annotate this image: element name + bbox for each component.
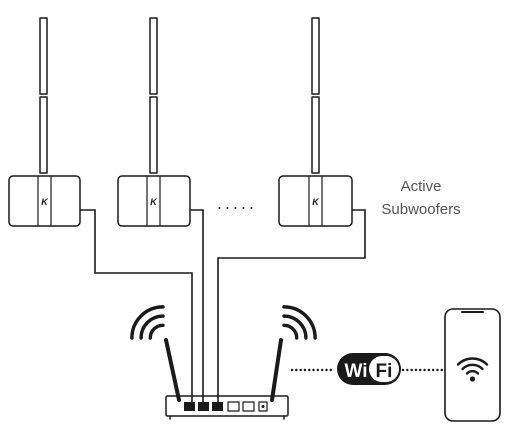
subwoofer-2: K bbox=[117, 175, 191, 227]
brand-logo: K bbox=[312, 197, 320, 207]
cable-subwoofer-3 bbox=[217, 209, 366, 405]
wifi-logo-icon: Wi Fi bbox=[337, 353, 401, 385]
network-cables bbox=[80, 209, 366, 405]
cable-subwoofer-1 bbox=[80, 209, 193, 405]
brand-logo: K bbox=[150, 197, 158, 207]
router-icon bbox=[164, 338, 289, 420]
speaker-stack-3: K bbox=[278, 17, 353, 227]
router-ports bbox=[184, 401, 268, 412]
wifi-logo-text-right: Fi bbox=[376, 361, 393, 382]
router-antenna-left bbox=[164, 338, 181, 402]
wifi-waves-icon bbox=[130, 305, 165, 340]
router-antenna-right bbox=[270, 338, 283, 402]
column-speaker-1 bbox=[39, 17, 48, 174]
active-subwoofers-label: Active Subwoofers bbox=[381, 178, 460, 218]
label-line-1: Active bbox=[401, 178, 442, 195]
subwoofer-3: K bbox=[278, 175, 353, 227]
column-speaker-2 bbox=[149, 17, 158, 174]
smartphone-icon bbox=[444, 308, 501, 422]
wifi-logo-text-left: Wi bbox=[344, 361, 367, 382]
phone-wifi-icon bbox=[456, 357, 489, 382]
more-speakers-ellipsis: ..... bbox=[217, 193, 257, 213]
brand-logo: K bbox=[41, 197, 49, 207]
speaker-stack-1: K bbox=[8, 17, 81, 227]
wifi-waves-icon bbox=[282, 305, 317, 340]
subwoofer-1: K bbox=[8, 175, 81, 227]
label-line-2: Subwoofers bbox=[381, 201, 460, 218]
cable-subwoofer-2 bbox=[190, 209, 204, 405]
speaker-stack-2: K bbox=[117, 17, 191, 227]
column-speaker-3 bbox=[311, 17, 320, 174]
